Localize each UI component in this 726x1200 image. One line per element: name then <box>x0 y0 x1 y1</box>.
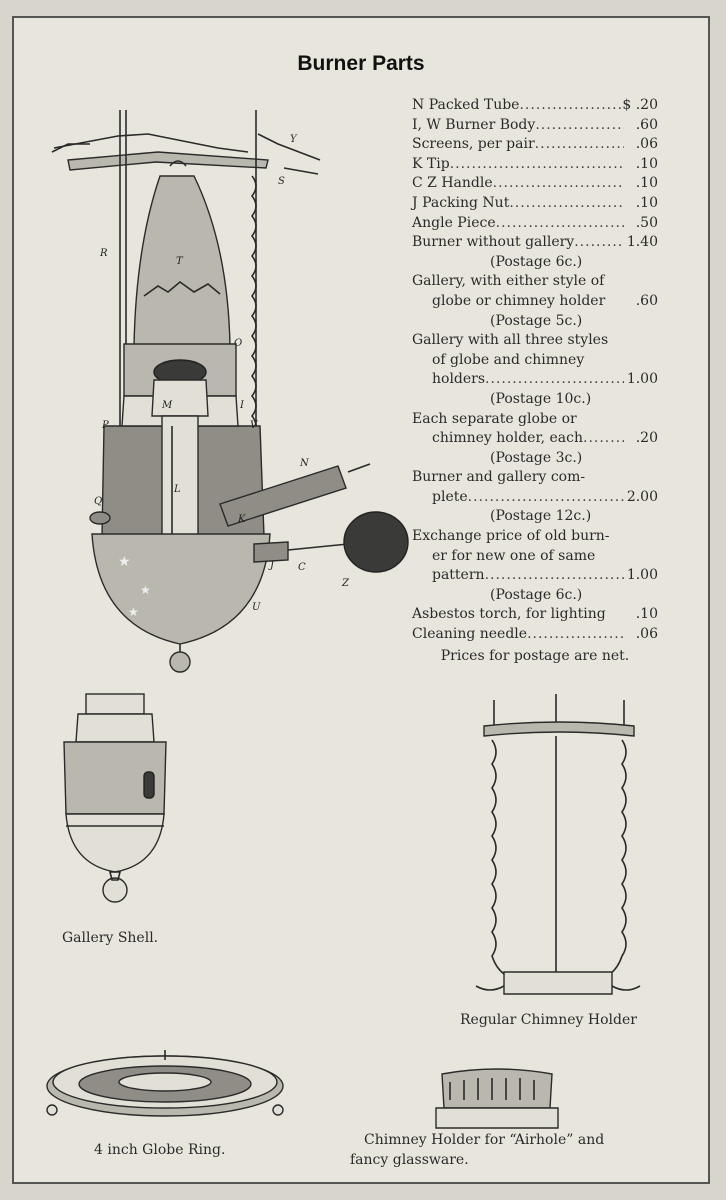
postage-note: (Postage 10c.) <box>490 390 592 407</box>
page-title: Burner Parts <box>297 52 425 75</box>
price-row: plete2.00 <box>412 488 658 508</box>
price-row: I, W Burner Body.60 <box>412 116 658 136</box>
price-row: Burner without gallery1.40 <box>412 233 658 253</box>
burner-diagram: ★ ★ ★ R T S Y O P M I V N Q L K J C Z U <box>51 110 409 673</box>
label-n: N <box>299 458 310 469</box>
label-v: V <box>250 420 259 431</box>
caption-airhole-line1: Chimney Holder for “Airhole” and <box>364 1132 605 1148</box>
label-k: K <box>237 514 246 525</box>
separate-line: Each separate globe or <box>412 410 577 427</box>
caption-globe-ring: 4 inch Globe Ring. <box>94 1142 226 1158</box>
caption-gallery-shell: Gallery Shell. <box>62 930 159 946</box>
price-row: K Tip.10 <box>412 155 658 175</box>
svg-text:★: ★ <box>118 554 131 570</box>
label-m: M <box>161 400 173 411</box>
gallery-either-line: Gallery, with either style of <box>412 273 605 290</box>
label-l: L <box>173 484 181 495</box>
gallery-all-line: of globe and chimney <box>432 351 585 368</box>
gallery-shell-illustration <box>63 693 167 903</box>
label-c: C <box>298 562 306 573</box>
label-o: O <box>234 338 242 349</box>
svg-text:★: ★ <box>140 583 151 597</box>
label-p: P <box>101 420 109 431</box>
postage-note: (Postage 6c.) <box>490 253 583 270</box>
globe-ring-illustration <box>46 1050 284 1117</box>
price-row: holders1.00 <box>412 370 658 390</box>
price-row: globe or chimney holder.60 <box>432 292 658 309</box>
price-row: J Packing Nut.10 <box>412 194 658 214</box>
caption-airhole-line2: fancy glassware. <box>350 1152 469 1168</box>
label-u: U <box>252 602 261 613</box>
complete-line: Burner and gallery com- <box>412 469 586 486</box>
price-list: N Packed Tube$ .20 I, W Burner Body.60 S… <box>412 96 658 666</box>
exchange-line: er for new one of same <box>432 547 596 564</box>
label-i: I <box>239 400 245 411</box>
price-row: Screens, per pair.06 <box>412 135 658 155</box>
label-z: Z <box>341 578 350 589</box>
price-row: chimney holder, each.20 <box>412 429 658 449</box>
label-j: J <box>268 560 275 571</box>
gallery-all-line: Gallery with all three styles <box>412 332 609 349</box>
label-q: Q <box>94 496 102 507</box>
label-t: T <box>176 256 184 267</box>
price-row: C Z Handle.10 <box>412 174 658 194</box>
svg-text:★: ★ <box>128 605 139 619</box>
airhole-holder-illustration <box>435 1068 559 1129</box>
chimney-holder-illustration <box>475 694 641 995</box>
postage-note: (Postage 5c.) <box>490 312 583 329</box>
price-row: Cleaning needle.06 <box>412 625 658 645</box>
price-row: pattern1.00 <box>412 566 658 586</box>
postage-note: (Postage 12c.) <box>490 508 592 525</box>
label-r: R <box>99 248 108 259</box>
label-y: Y <box>290 134 298 145</box>
postage-note: (Postage 6c.) <box>490 586 583 603</box>
catalog-page: Burner Parts <box>12 16 710 1184</box>
postage-note: (Postage 3c.) <box>490 449 583 466</box>
label-s: S <box>278 176 285 187</box>
price-row: Angle Piece.50 <box>412 214 658 234</box>
price-row: N Packed Tube$ .20 <box>412 96 658 116</box>
net-note: Prices for postage are net. <box>440 647 630 664</box>
price-row: Asbestos torch, for lighting.10 <box>412 606 658 623</box>
caption-chimney-holder: Regular Chimney Holder <box>460 1012 637 1028</box>
exchange-line: Exchange price of old burn- <box>412 528 610 545</box>
